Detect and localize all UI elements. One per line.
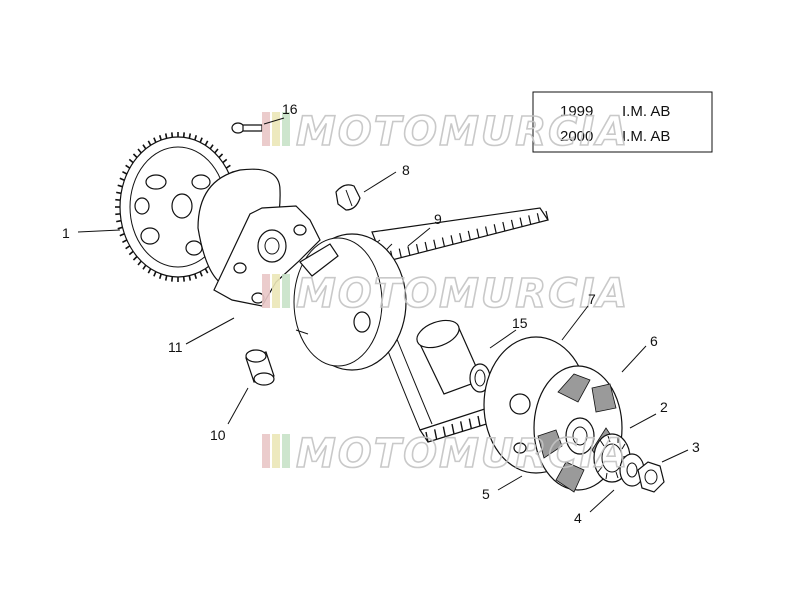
part-8-clip	[335, 184, 361, 211]
callout-5: 5	[482, 486, 490, 502]
leader-8	[363, 171, 397, 193]
watermark-top-text: MOTOMURCIA	[296, 109, 629, 155]
year-table: 1999 I.M. AB 2000 I.M. AB	[532, 91, 713, 153]
leader-6	[621, 345, 647, 373]
watermark-top: MOTOMURCIA	[262, 108, 629, 156]
part-4-washer	[619, 453, 645, 487]
callout-10: 10	[210, 427, 226, 443]
leader-15	[489, 329, 517, 349]
part-10-bushing	[245, 349, 275, 386]
part-3-nut	[637, 461, 665, 493]
callout-3: 3	[692, 439, 700, 455]
part-15-spacer-sleeve	[416, 319, 491, 395]
watermark-middle: MOTOMURCIA	[262, 270, 629, 318]
leader-5	[497, 475, 523, 491]
callout-labels: 1 16 8 9 11 10 15 7 6 2 3 4 5	[62, 101, 700, 526]
leader-4	[589, 489, 615, 513]
leader-3	[661, 449, 689, 463]
leader-10	[227, 387, 249, 425]
leader-16	[263, 117, 285, 125]
callout-6: 6	[650, 333, 658, 349]
year-table-row-1-code: I.M. AB	[622, 103, 670, 120]
callout-9: 9	[434, 211, 442, 227]
part-11-clutch-carrier	[197, 168, 321, 307]
year-table-row-1-year: 1999	[560, 103, 593, 120]
callout-4: 4	[574, 510, 582, 526]
callout-15: 15	[512, 315, 528, 331]
callout-2: 2	[660, 399, 668, 415]
watermark-middle-text: MOTOMURCIA	[296, 271, 629, 317]
year-table-border	[532, 91, 713, 153]
callout-16: 16	[282, 101, 298, 117]
leader-1	[77, 229, 121, 233]
leader-11	[185, 317, 235, 345]
part-9-fixed-half-pulley	[293, 233, 407, 371]
year-table-row-2-code: I.M. AB	[622, 128, 670, 145]
callout-8: 8	[402, 162, 410, 178]
watermark-bottom-text: MOTOMURCIA	[296, 431, 629, 477]
leader-9	[407, 227, 431, 247]
leader-7	[561, 305, 589, 341]
callout-1: 1	[62, 225, 70, 241]
leader-lines	[77, 117, 689, 513]
callout-7: 7	[588, 291, 596, 307]
leader-2	[629, 413, 657, 429]
year-table-row-2-year: 2000	[560, 128, 593, 145]
part-16-screw	[231, 122, 263, 134]
callout-11: 11	[168, 339, 183, 355]
watermark-bottom: MOTOMURCIA	[262, 430, 629, 478]
